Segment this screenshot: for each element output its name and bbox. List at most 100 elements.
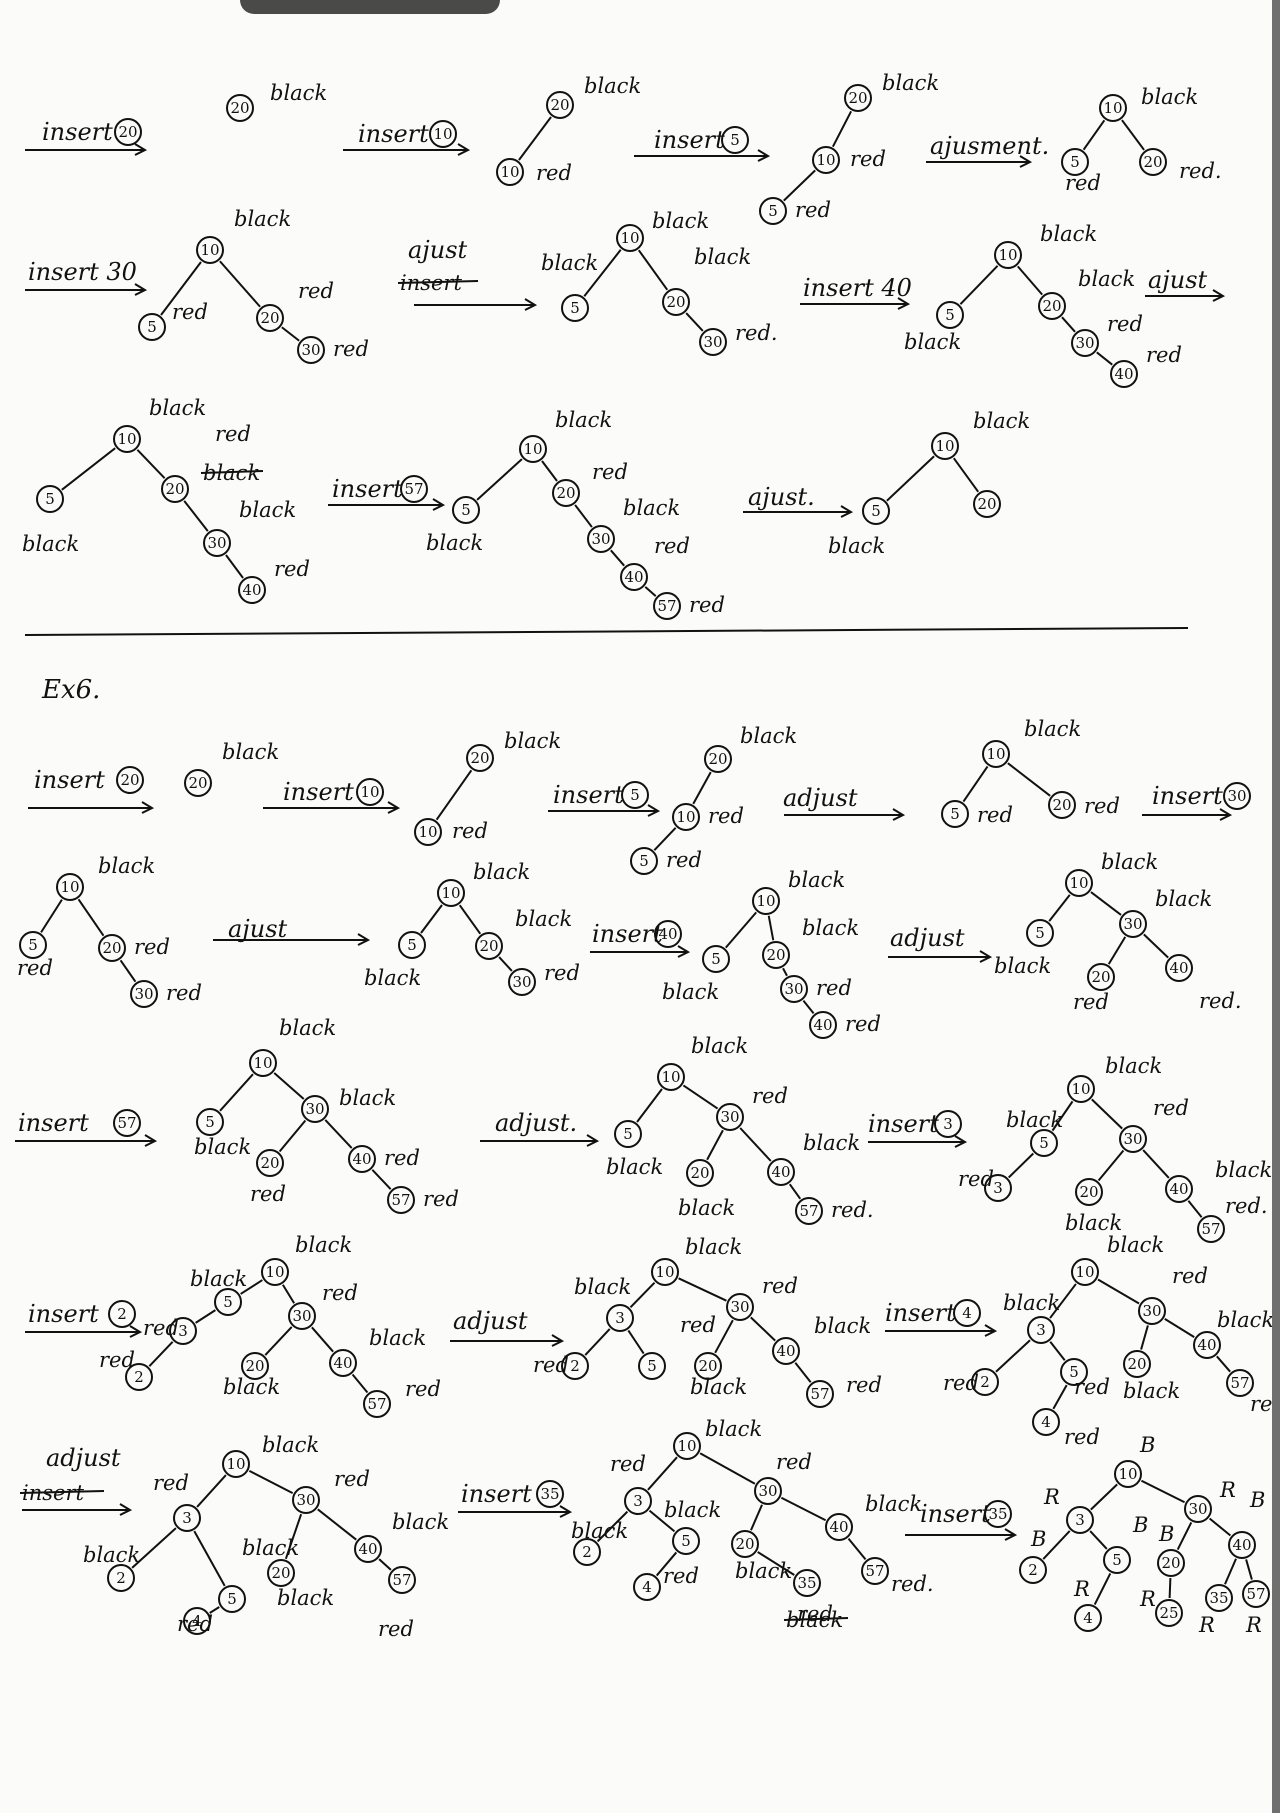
node-color-label: black [270, 81, 327, 105]
node-key: 57 [391, 1191, 410, 1209]
node-circle [759, 197, 787, 225]
operation-arg: 20 [120, 771, 139, 789]
tree-edge [1061, 316, 1076, 333]
arrow-head [524, 298, 538, 311]
tree-edge [1176, 1521, 1193, 1551]
node-color-label: red [1172, 1264, 1208, 1288]
node-key: 4 [1083, 1609, 1093, 1627]
tree-diagram-e5d1: 10black3red2black5black4red30red20black4… [83, 1433, 449, 1641]
arrow-head [586, 1134, 600, 1147]
tree-edge [148, 1341, 174, 1367]
operation-arg: 57 [404, 480, 423, 498]
strike-line [783, 1617, 849, 1621]
node-circle [699, 328, 727, 356]
node-circle [249, 1049, 277, 1077]
node-circle [561, 294, 589, 322]
operation-r2o3: insert 40 [800, 274, 912, 310]
arrow-head [984, 1324, 998, 1337]
node-color-label: red [795, 198, 831, 222]
tree-edge [131, 1527, 177, 1569]
node-color-label: red [666, 848, 702, 872]
node-circle [630, 847, 658, 875]
node-color-label: red [177, 1612, 213, 1636]
node-circle [616, 224, 644, 252]
node-circle [772, 1337, 800, 1365]
node-key: 2 [134, 1368, 144, 1386]
node-color-label: red. [1179, 159, 1222, 183]
node-key: 3 [1075, 1511, 1085, 1529]
tree-edge [831, 110, 853, 148]
node-circle [673, 1432, 701, 1460]
node-key: 35 [1209, 1589, 1228, 1607]
node-key: 57 [810, 1385, 829, 1403]
node-key: 20 [1079, 1183, 1098, 1201]
node-color-label: R [1198, 1613, 1215, 1637]
node-color-label: R [1139, 1587, 1156, 1611]
node-color-label: black [194, 1135, 251, 1159]
node-key: 3 [993, 1179, 1003, 1197]
node-key: 10 [655, 1263, 674, 1281]
node-key: 20 [666, 293, 685, 311]
operation-arg-circle [1223, 782, 1251, 810]
node-circle [169, 1317, 197, 1345]
node-circle [1075, 1178, 1103, 1206]
node-color-label: black [515, 907, 572, 931]
node-circle [1027, 1316, 1055, 1344]
node-key: 3 [633, 1492, 643, 1510]
node-color-label: black [1105, 1054, 1162, 1078]
arrow-head [757, 149, 771, 162]
node-color-label: black [242, 1536, 299, 1560]
operation-label: ajusment. [930, 132, 1049, 160]
node-circle [1071, 329, 1099, 357]
operation-label: insert [654, 126, 725, 154]
operation-arg-circle [984, 1500, 1012, 1528]
operation-label: adjust. [495, 1109, 577, 1137]
node-circle [226, 94, 254, 122]
operation-arg-circle [536, 1480, 564, 1508]
node-key: 40 [352, 1150, 371, 1168]
node-circle [546, 91, 574, 119]
node-circle [1099, 94, 1127, 122]
tree-edge [1245, 1559, 1253, 1580]
node-color-label: black [882, 71, 939, 95]
node-circle [1138, 1297, 1166, 1325]
node-circle [1242, 1580, 1270, 1608]
node-circle [398, 931, 426, 959]
node-key: 20 [479, 937, 498, 955]
node-key: 5 [647, 1357, 657, 1375]
node-circle [825, 1513, 853, 1541]
node-key: 57 [1230, 1374, 1249, 1392]
node-color-label: red [592, 460, 628, 484]
node-key: 5 [147, 318, 157, 336]
node-color-label: black [705, 1417, 762, 1441]
node-key: 40 [1169, 1180, 1188, 1198]
node-circle [292, 1486, 320, 1514]
node-circle [414, 818, 442, 846]
node-circle [1074, 1604, 1102, 1632]
node-color-label: black [803, 1131, 860, 1155]
node-circle [354, 1535, 382, 1563]
tree-edge [1090, 1483, 1118, 1511]
node-circle [844, 84, 872, 112]
